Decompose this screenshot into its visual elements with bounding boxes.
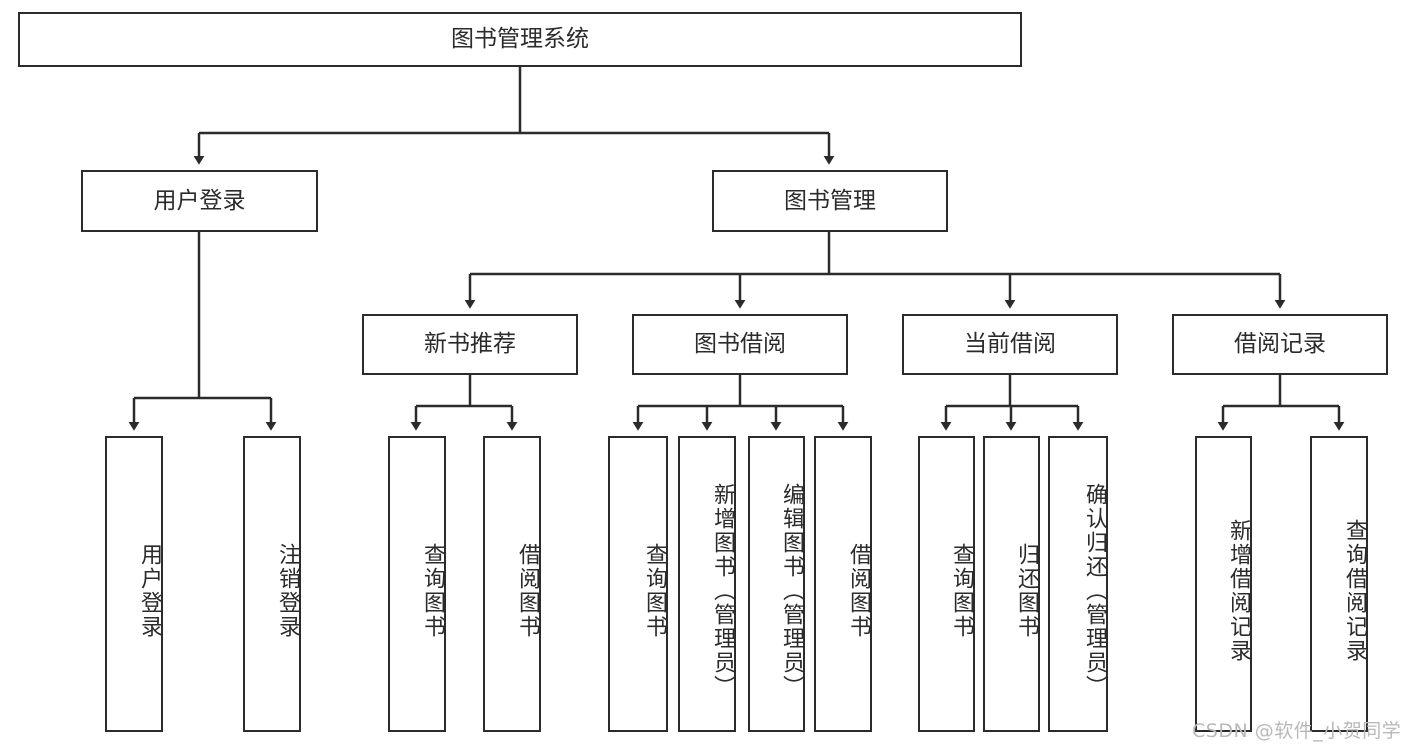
leaf-user-logout[interactable]: 注销登录 — [243, 436, 301, 732]
node-label: 查询图书 — [949, 543, 974, 639]
node-root-book-management-system[interactable]: 图书管理系统 — [18, 12, 1022, 67]
leaf-query-book-recommend[interactable]: 查询图书 — [388, 436, 446, 732]
node-label: 查询图书 — [642, 543, 667, 639]
node-current-borrow[interactable]: 当前借阅 — [902, 314, 1118, 375]
node-new-book-recommend[interactable]: 新书推荐 — [362, 314, 578, 375]
leaf-add-borrow-record[interactable]: 新增借阅记录 — [1195, 436, 1252, 732]
node-label: 新增借阅记录 — [1226, 519, 1251, 663]
csdn-watermark: CSDN @软件_小贺同学 — [1192, 720, 1402, 742]
node-label: 归还图书 — [1014, 543, 1039, 639]
node-label: 借阅记录 — [1234, 331, 1326, 358]
node-book-borrow[interactable]: 图书借阅 — [632, 314, 848, 375]
leaf-edit-book-admin[interactable]: 编辑图书（管理员） — [748, 436, 805, 732]
leaf-borrow-book-borrow[interactable]: 借阅图书 — [814, 436, 872, 732]
leaf-query-book-borrow[interactable]: 查询图书 — [608, 436, 668, 732]
leaf-query-book-current[interactable]: 查询图书 — [918, 436, 975, 732]
node-label: 借阅图书 — [846, 543, 871, 639]
node-label: 编辑图书（管理员） — [779, 483, 804, 699]
node-label: 确认归还（管理员） — [1082, 483, 1107, 699]
node-label: 图书管理系统 — [451, 26, 589, 53]
node-label: 新书推荐 — [424, 331, 516, 358]
node-user-login[interactable]: 用户登录 — [81, 170, 318, 232]
leaf-user-login[interactable]: 用户登录 — [105, 436, 163, 732]
node-label: 新增图书（管理员） — [710, 483, 735, 699]
node-label: 图书借阅 — [694, 331, 786, 358]
node-label: 当前借阅 — [964, 331, 1056, 358]
leaf-confirm-return-admin[interactable]: 确认归还（管理员） — [1048, 436, 1108, 732]
leaf-add-book-admin[interactable]: 新增图书（管理员） — [678, 436, 736, 732]
node-book-manage[interactable]: 图书管理 — [712, 170, 948, 232]
node-label: 查询图书 — [420, 543, 445, 639]
node-borrow-record[interactable]: 借阅记录 — [1172, 314, 1388, 375]
leaf-return-book[interactable]: 归还图书 — [983, 436, 1040, 732]
node-label: 借阅图书 — [515, 543, 540, 639]
leaf-borrow-book-recommend[interactable]: 借阅图书 — [483, 436, 541, 732]
node-label: 注销登录 — [275, 543, 300, 639]
node-label: 用户登录 — [137, 543, 162, 639]
node-label: 查询借阅记录 — [1342, 519, 1367, 663]
node-label: 图书管理 — [784, 187, 876, 214]
node-label: 用户登录 — [153, 187, 246, 214]
leaf-query-borrow-record[interactable]: 查询借阅记录 — [1310, 436, 1368, 732]
